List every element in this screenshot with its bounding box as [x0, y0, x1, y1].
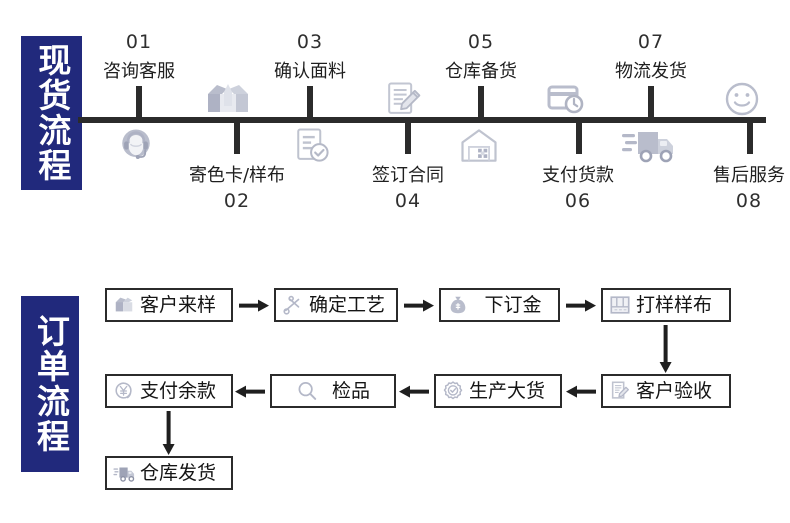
flow-node-mass-production[interactable]: 生产大货 [434, 374, 562, 408]
timeline-axis [78, 117, 766, 123]
arrow-left-3 [231, 384, 265, 398]
flow-node-label: 打样样布 [636, 293, 713, 316]
flow-node-sample-fabric[interactable]: 打样样布 [601, 288, 731, 322]
timeline-label-01: 咨询客服 [103, 61, 175, 82]
timeline-number-05: 05 [467, 31, 495, 53]
timeline-number-06: 06 [564, 190, 592, 212]
ship-truck-icon [113, 462, 135, 484]
yuan-refresh-icon [113, 380, 135, 402]
timeline-number-07: 07 [637, 31, 665, 53]
flow-node-deposit[interactable]: 下订金 [439, 288, 560, 322]
arrow-down-1 [659, 325, 673, 373]
flow-node-customer-sample[interactable]: 客户来样 [105, 288, 233, 322]
timeline-tick-05 [478, 86, 484, 118]
arrow-right-1 [239, 298, 269, 312]
flow-node-label: 确定工艺 [309, 293, 386, 316]
flow-node-label: 支付余款 [140, 379, 217, 402]
timeline-number-02: 02 [223, 190, 251, 212]
flow-node-warehouse-ship[interactable]: 仓库发货 [105, 456, 233, 490]
timeline-tick-08 [747, 122, 753, 154]
flow-node-label: 下订金 [484, 293, 542, 316]
flow-node-label: 客户来样 [140, 293, 217, 316]
flow-node-label: 检品 [331, 379, 370, 402]
timeline-number-01: 01 [125, 31, 153, 53]
timeline-tick-03 [307, 86, 313, 118]
gear-check-icon [442, 380, 464, 402]
arrow-right-3 [566, 298, 596, 312]
timeline-tick-04 [405, 122, 411, 154]
timeline-label-05: 仓库备货 [445, 61, 517, 82]
flow-node-confirm-process[interactable]: 确定工艺 [274, 288, 398, 322]
order-flow-banner: 订单流程 [21, 296, 79, 472]
magnifier-icon [296, 380, 318, 402]
smiley-face-icon [723, 80, 761, 118]
timeline-label-02: 寄色卡/样布 [188, 165, 286, 186]
arrow-left-1 [562, 384, 596, 398]
contract-pen-icon [378, 78, 426, 122]
timeline-label-03: 确认面料 [274, 61, 346, 82]
scissors-icon [282, 294, 304, 316]
timeline-tick-07 [648, 86, 654, 118]
sample-box-icon [113, 294, 135, 316]
timeline-number-08: 08 [735, 190, 763, 212]
open-box-icon [202, 78, 254, 120]
timeline-tick-02 [234, 122, 240, 154]
stock-flow-banner: 现货流程 [21, 36, 82, 190]
flow-node-label: 仓库发货 [140, 461, 217, 484]
flow-node-customer-acceptance[interactable]: 客户验收 [601, 374, 731, 408]
money-bag-icon [447, 294, 469, 316]
timeline-label-04: 签订合同 [372, 165, 444, 186]
document-check-icon [288, 124, 336, 168]
timeline-tick-06 [576, 122, 582, 154]
timeline-number-04: 04 [394, 190, 422, 212]
inspect-document-icon [609, 380, 631, 402]
timeline-label-06: 支付货款 [542, 165, 614, 186]
fabric-swatch-icon [609, 294, 631, 316]
payment-card-icon [545, 80, 587, 118]
flow-node-label: 生产大货 [469, 379, 546, 402]
delivery-truck-icon [620, 124, 678, 164]
timeline-tick-01 [136, 86, 142, 118]
warehouse-icon [455, 124, 503, 168]
timeline-label-08: 售后服务 [713, 165, 785, 186]
arrow-right-2 [404, 298, 434, 312]
arrow-down-2 [162, 411, 176, 455]
timeline-number-03: 03 [296, 31, 324, 53]
arrow-left-2 [395, 384, 429, 398]
flow-node-label: 客户验收 [636, 379, 713, 402]
flow-node-inspection[interactable]: 检品 [270, 374, 396, 408]
timeline-label-07: 物流发货 [615, 61, 687, 82]
flow-node-pay-balance[interactable]: 支付余款 [105, 374, 233, 408]
headset-support-icon [112, 124, 160, 168]
